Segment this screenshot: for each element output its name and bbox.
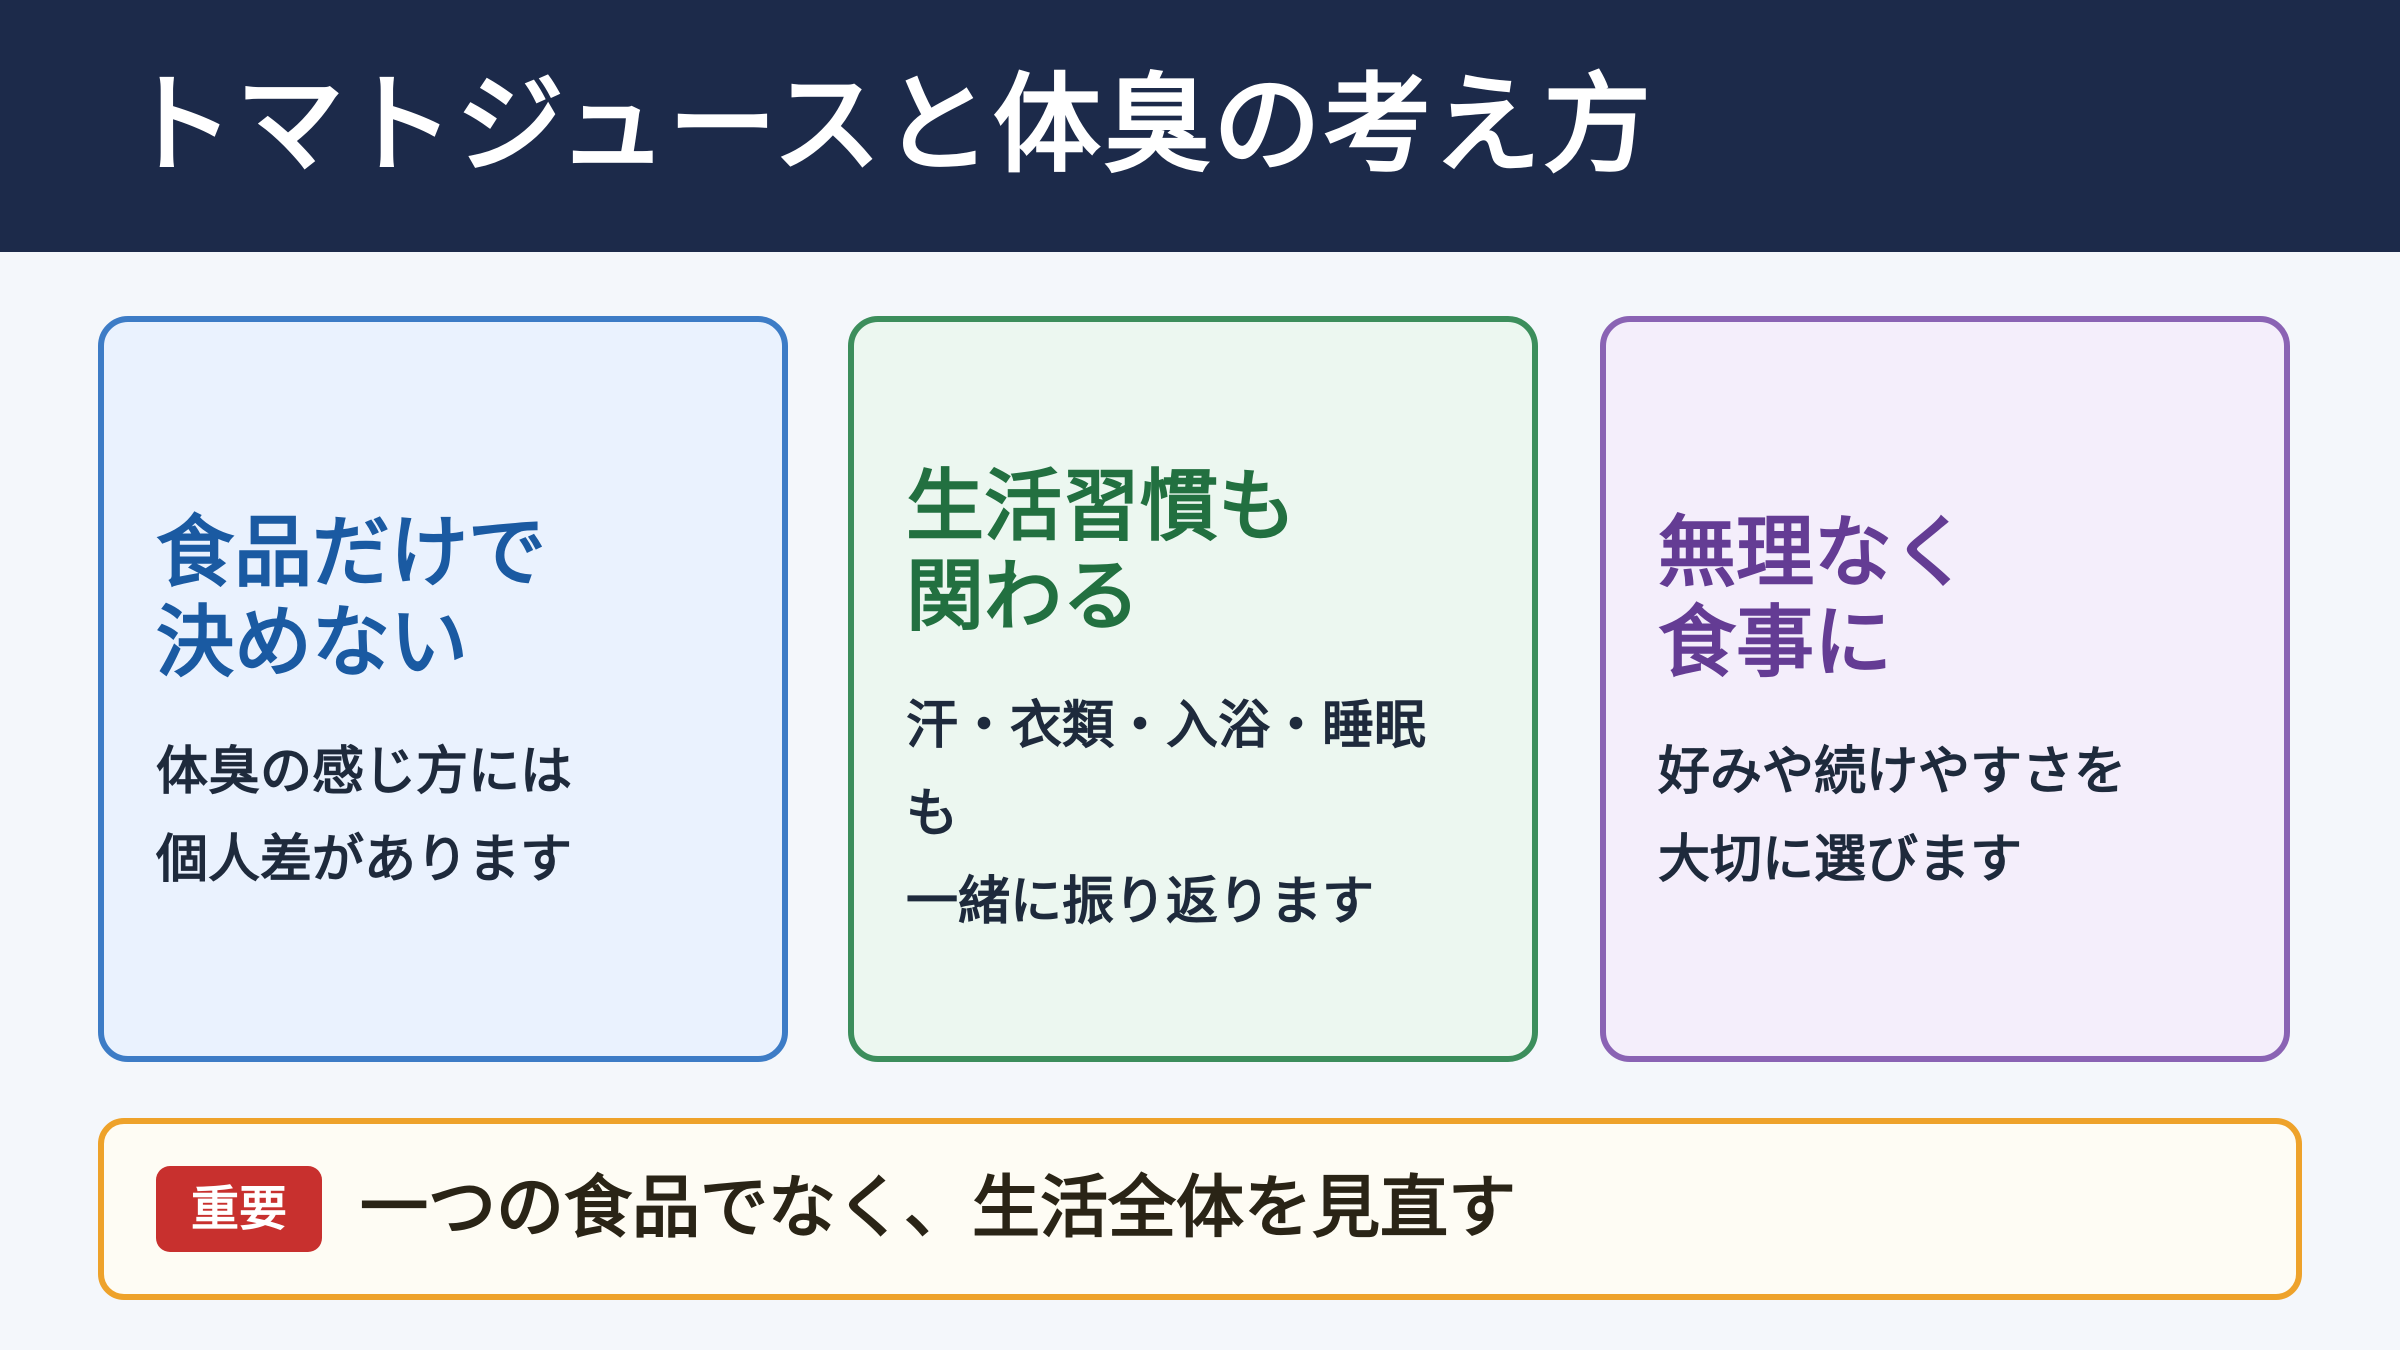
card-food-heading: 食品だけで 決めない <box>156 508 547 688</box>
card-food: 食品だけで 決めない 体臭の感じ方には 個人差があります <box>98 316 788 1062</box>
card-diet: 無理なく 食事に 好みや続けやすさを 大切に選びます <box>1600 316 2290 1062</box>
header-bar: トマトジュースと体臭の考え方 <box>0 0 2400 252</box>
card-lifestyle-heading: 生活習慣も 関わる <box>906 462 1297 642</box>
card-lifestyle-body: 汗・衣類・入浴・睡眠 も 一緒に振り返ります <box>906 696 1427 932</box>
page-title: トマトジュースと体臭の考え方 <box>126 63 1654 188</box>
card-food-body: 体臭の感じ方には 個人差があります <box>156 742 573 890</box>
card-diet-heading: 無理なく 食事に <box>1658 508 1971 688</box>
important-message: 一つの食品でなく、生活全体を見直す <box>360 1169 1517 1248</box>
card-lifestyle: 生活習慣も 関わる 汗・衣類・入浴・睡眠 も 一緒に振り返ります <box>848 316 1538 1062</box>
important-badge: 重要 <box>156 1166 322 1252</box>
important-banner: 重要 一つの食品でなく、生活全体を見直す <box>98 1118 2302 1300</box>
card-diet-body: 好みや続けやすさを 大切に選びます <box>1658 742 2127 890</box>
